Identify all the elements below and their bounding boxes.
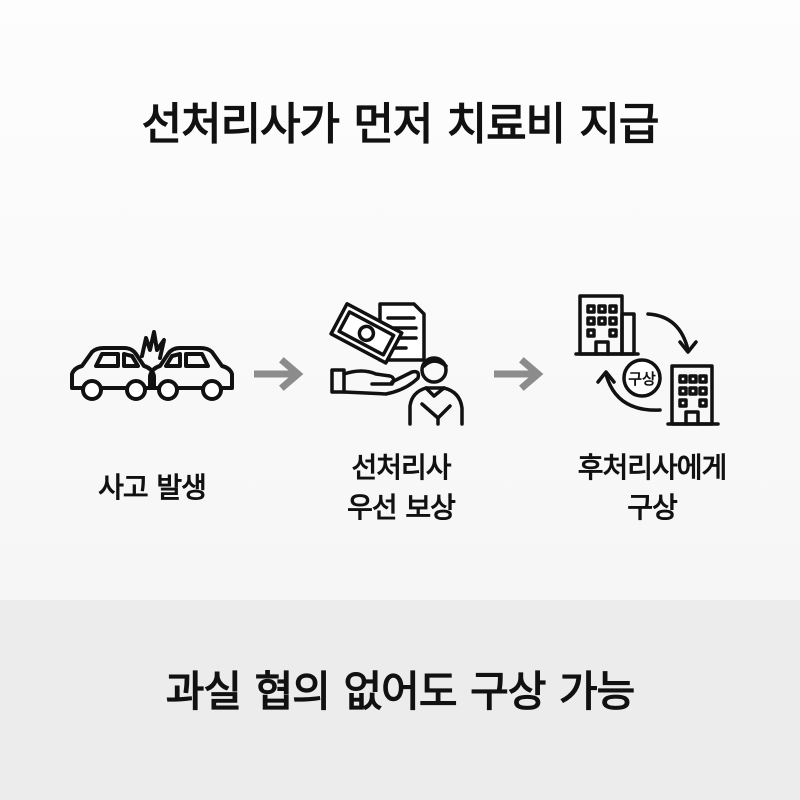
page-title: 선처리사가 먼저 치료비 지급 <box>141 99 660 150</box>
step-label-line: 후처리사에게 <box>577 451 728 484</box>
bottom-banner <box>0 600 800 800</box>
step-label-accident: 사고 발생 <box>32 468 272 508</box>
buildings-exchange-icon: 구상 <box>574 294 720 426</box>
step-label-line: 구상 <box>627 491 678 524</box>
arrow-right-icon <box>494 357 544 391</box>
arrow-right-icon <box>254 357 304 391</box>
step-label-subrogation: 후처리사에게 구상 <box>532 448 772 528</box>
car-crash-icon <box>70 330 234 401</box>
money-hand-injured-person-icon <box>329 302 464 426</box>
step-label-line: 선처리사 <box>351 451 451 484</box>
step-label-line: 사고 발생 <box>98 471 207 504</box>
icon-badge-label: 구상 <box>628 370 656 388</box>
top-panel <box>0 0 800 600</box>
step-label-first-insurer: 선처리사 우선 보상 <box>281 448 521 528</box>
step-label-line: 우선 보상 <box>347 491 456 524</box>
footer-caption: 과실 협의 없어도 구상 가능 <box>165 667 636 716</box>
